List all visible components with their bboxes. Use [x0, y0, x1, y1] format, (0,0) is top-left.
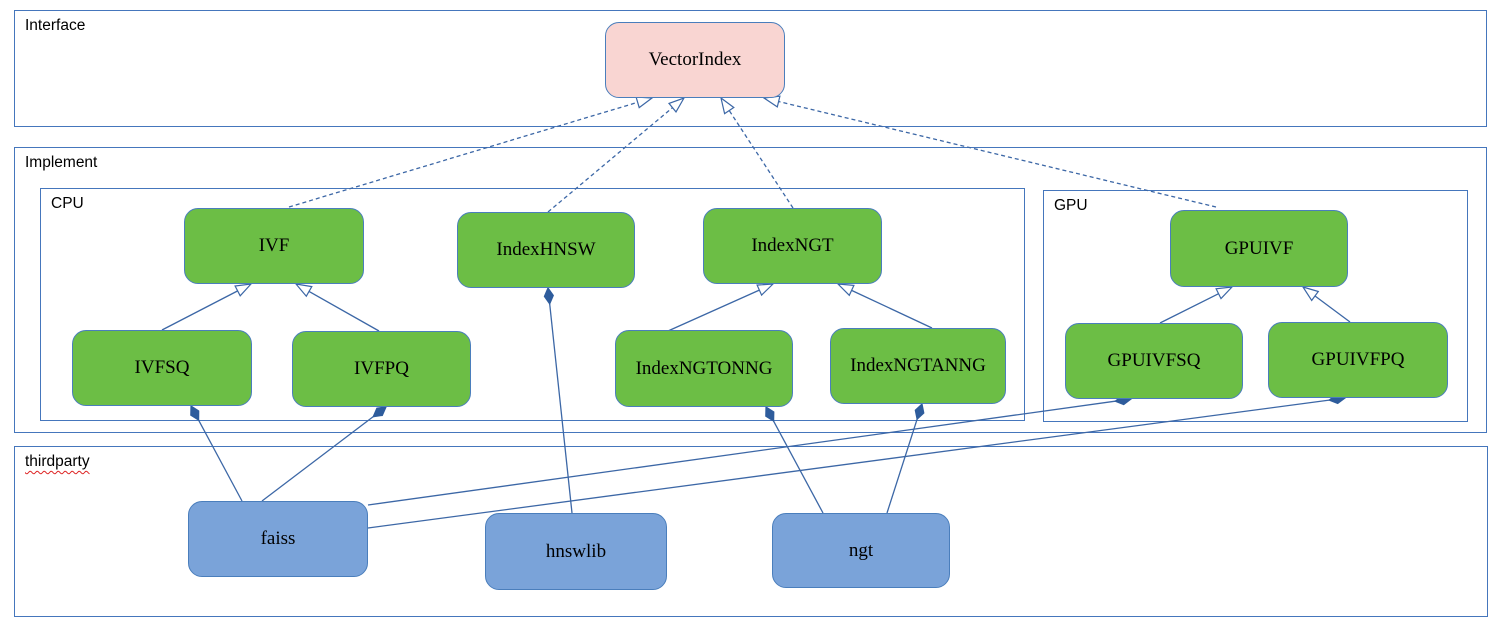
node-vectorindex: VectorIndex — [605, 22, 785, 98]
edge-hnswlib-to-indexhnsw-composition — [543, 286, 573, 514]
edge-line — [773, 420, 824, 514]
edge-faiss-to-gpuivfpq-composition — [367, 393, 1347, 529]
edge-gpuivfsq-to-gpuivf-inheritance — [1159, 286, 1234, 324]
edge-indexngt-to-vectorindex-realization — [720, 96, 794, 209]
edge-line — [549, 303, 573, 514]
edge-ivfsq-to-ivf-inheritance — [161, 283, 253, 331]
node-hnswlib: hnswlib — [485, 513, 667, 590]
edge-line — [851, 289, 933, 329]
node-label-gpuivfpq: GPUIVFPQ — [1311, 349, 1405, 370]
container-gpu: GPU — [1043, 190, 1468, 422]
node-indexngtanng: IndexNGTANNG — [830, 328, 1006, 404]
edge-line — [728, 110, 794, 209]
edge-line — [367, 399, 1330, 529]
edge-line — [288, 101, 638, 208]
edge-line — [1314, 295, 1351, 323]
container-interface: Interface — [14, 10, 1487, 127]
edge-indexhnsw-to-vectorindex-realization — [547, 96, 686, 213]
node-label-indexngtanng: IndexNGTANNG — [850, 355, 986, 376]
node-ivf: IVF — [184, 208, 364, 284]
node-ngt: ngt — [772, 513, 950, 588]
edge-faiss-to-gpuivfsq-composition — [367, 394, 1133, 506]
node-indexngtonng: IndexNGTONNG — [615, 330, 793, 407]
node-label-ivf: IVF — [258, 235, 290, 256]
edge-line — [367, 400, 1116, 506]
node-indexngt: IndexNGT — [703, 208, 882, 284]
container-label-thirdparty: thirdparty — [25, 453, 90, 470]
edge-line — [308, 290, 380, 332]
edge-faiss-to-ivfpq-composition — [261, 406, 387, 502]
node-label-gpuivfsq: GPUIVFSQ — [1107, 350, 1201, 371]
node-indexhnsw: IndexHNSW — [457, 212, 635, 288]
node-label-ivfpq: IVFPQ — [354, 358, 409, 379]
edge-line — [197, 419, 243, 502]
node-label-ivfsq: IVFSQ — [134, 357, 190, 378]
node-label-vectorindex: VectorIndex — [648, 49, 742, 70]
container-label-interface: Interface — [25, 17, 86, 34]
edge-ivf-to-vectorindex-realization — [288, 96, 654, 208]
edge-gpuivfpq-to-gpuivf-inheritance — [1301, 285, 1351, 323]
container-label-implement: Implement — [25, 154, 98, 171]
container-label-gpu: GPU — [1054, 197, 1088, 214]
edge-indexngtanng-to-indexngt-inheritance — [836, 283, 933, 329]
node-label-faiss: faiss — [260, 528, 296, 549]
node-label-gpuivf: GPUIVF — [1224, 237, 1294, 259]
container-implement: Implement — [14, 147, 1487, 433]
edge-line — [161, 290, 238, 331]
edge-line — [547, 107, 673, 213]
edge-line — [261, 416, 374, 502]
node-ivfsq: IVFSQ — [72, 330, 252, 406]
node-gpuivfpq: GPUIVFPQ — [1268, 322, 1448, 398]
edge-ngt-to-indexngtonng-composition — [765, 405, 824, 514]
edge-ngt-to-indexngtanng-composition — [886, 402, 925, 514]
node-label-indexngt: IndexNGT — [751, 235, 834, 256]
node-ivfpq: IVFPQ — [292, 331, 471, 407]
node-label-ngt: ngt — [848, 539, 874, 561]
node-gpuivfsq: GPUIVFSQ — [1065, 323, 1243, 399]
node-faiss: faiss — [188, 501, 368, 577]
container-label-cpu: CPU — [51, 195, 84, 212]
edge-ivfpq-to-ivf-inheritance — [294, 283, 380, 332]
edge-faiss-to-ivfsq-composition — [190, 404, 243, 502]
node-label-indexhnsw: IndexHNSW — [496, 239, 596, 260]
edge-gpuivf-to-vectorindex-realization — [762, 95, 1217, 208]
node-label-indexngtonng: IndexNGTONNG — [635, 357, 773, 379]
container-thirdparty: thirdparty — [14, 446, 1488, 617]
edge-line — [1159, 293, 1219, 324]
edge-indexngtonng-to-indexngt-inheritance — [667, 283, 775, 332]
edge-line — [667, 289, 760, 332]
edge-line — [778, 100, 1217, 208]
node-gpuivf: GPUIVF — [1170, 210, 1348, 287]
node-label-hnswlib: hnswlib — [545, 540, 607, 562]
edge-line — [886, 419, 918, 514]
container-cpu: CPU — [40, 188, 1025, 421]
